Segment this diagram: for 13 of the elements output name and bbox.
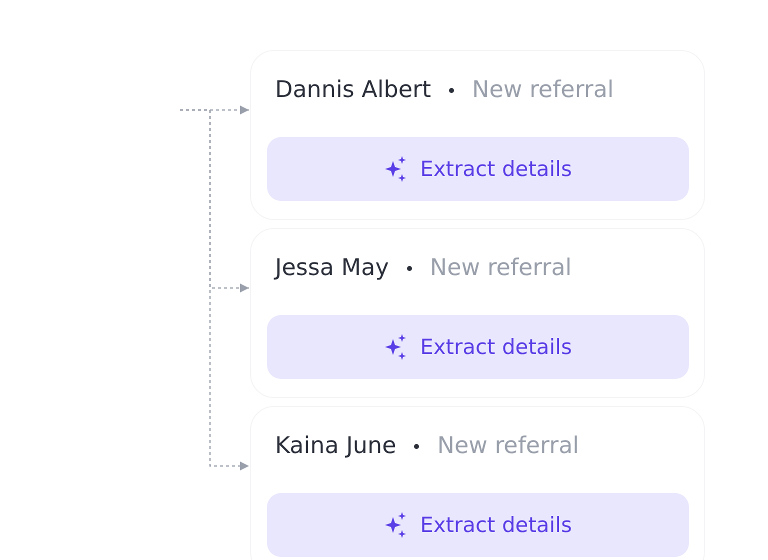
dashed-arrow: [180, 109, 249, 471]
card: [250, 50, 705, 220]
contact-name: Dannis Albert: [275, 77, 431, 103]
action-button: Extract details: [267, 137, 689, 201]
contact-name: Kaina June: [275, 433, 396, 459]
status-text: New referral: [437, 433, 580, 459]
action-button: Extract details: [267, 493, 689, 557]
card: [250, 228, 705, 398]
card: [250, 406, 705, 560]
status-text: New referral: [430, 255, 572, 281]
action-button: Extract details: [267, 315, 689, 379]
contact-name: Jessa May: [275, 255, 389, 281]
status-text: New referral: [472, 77, 614, 103]
